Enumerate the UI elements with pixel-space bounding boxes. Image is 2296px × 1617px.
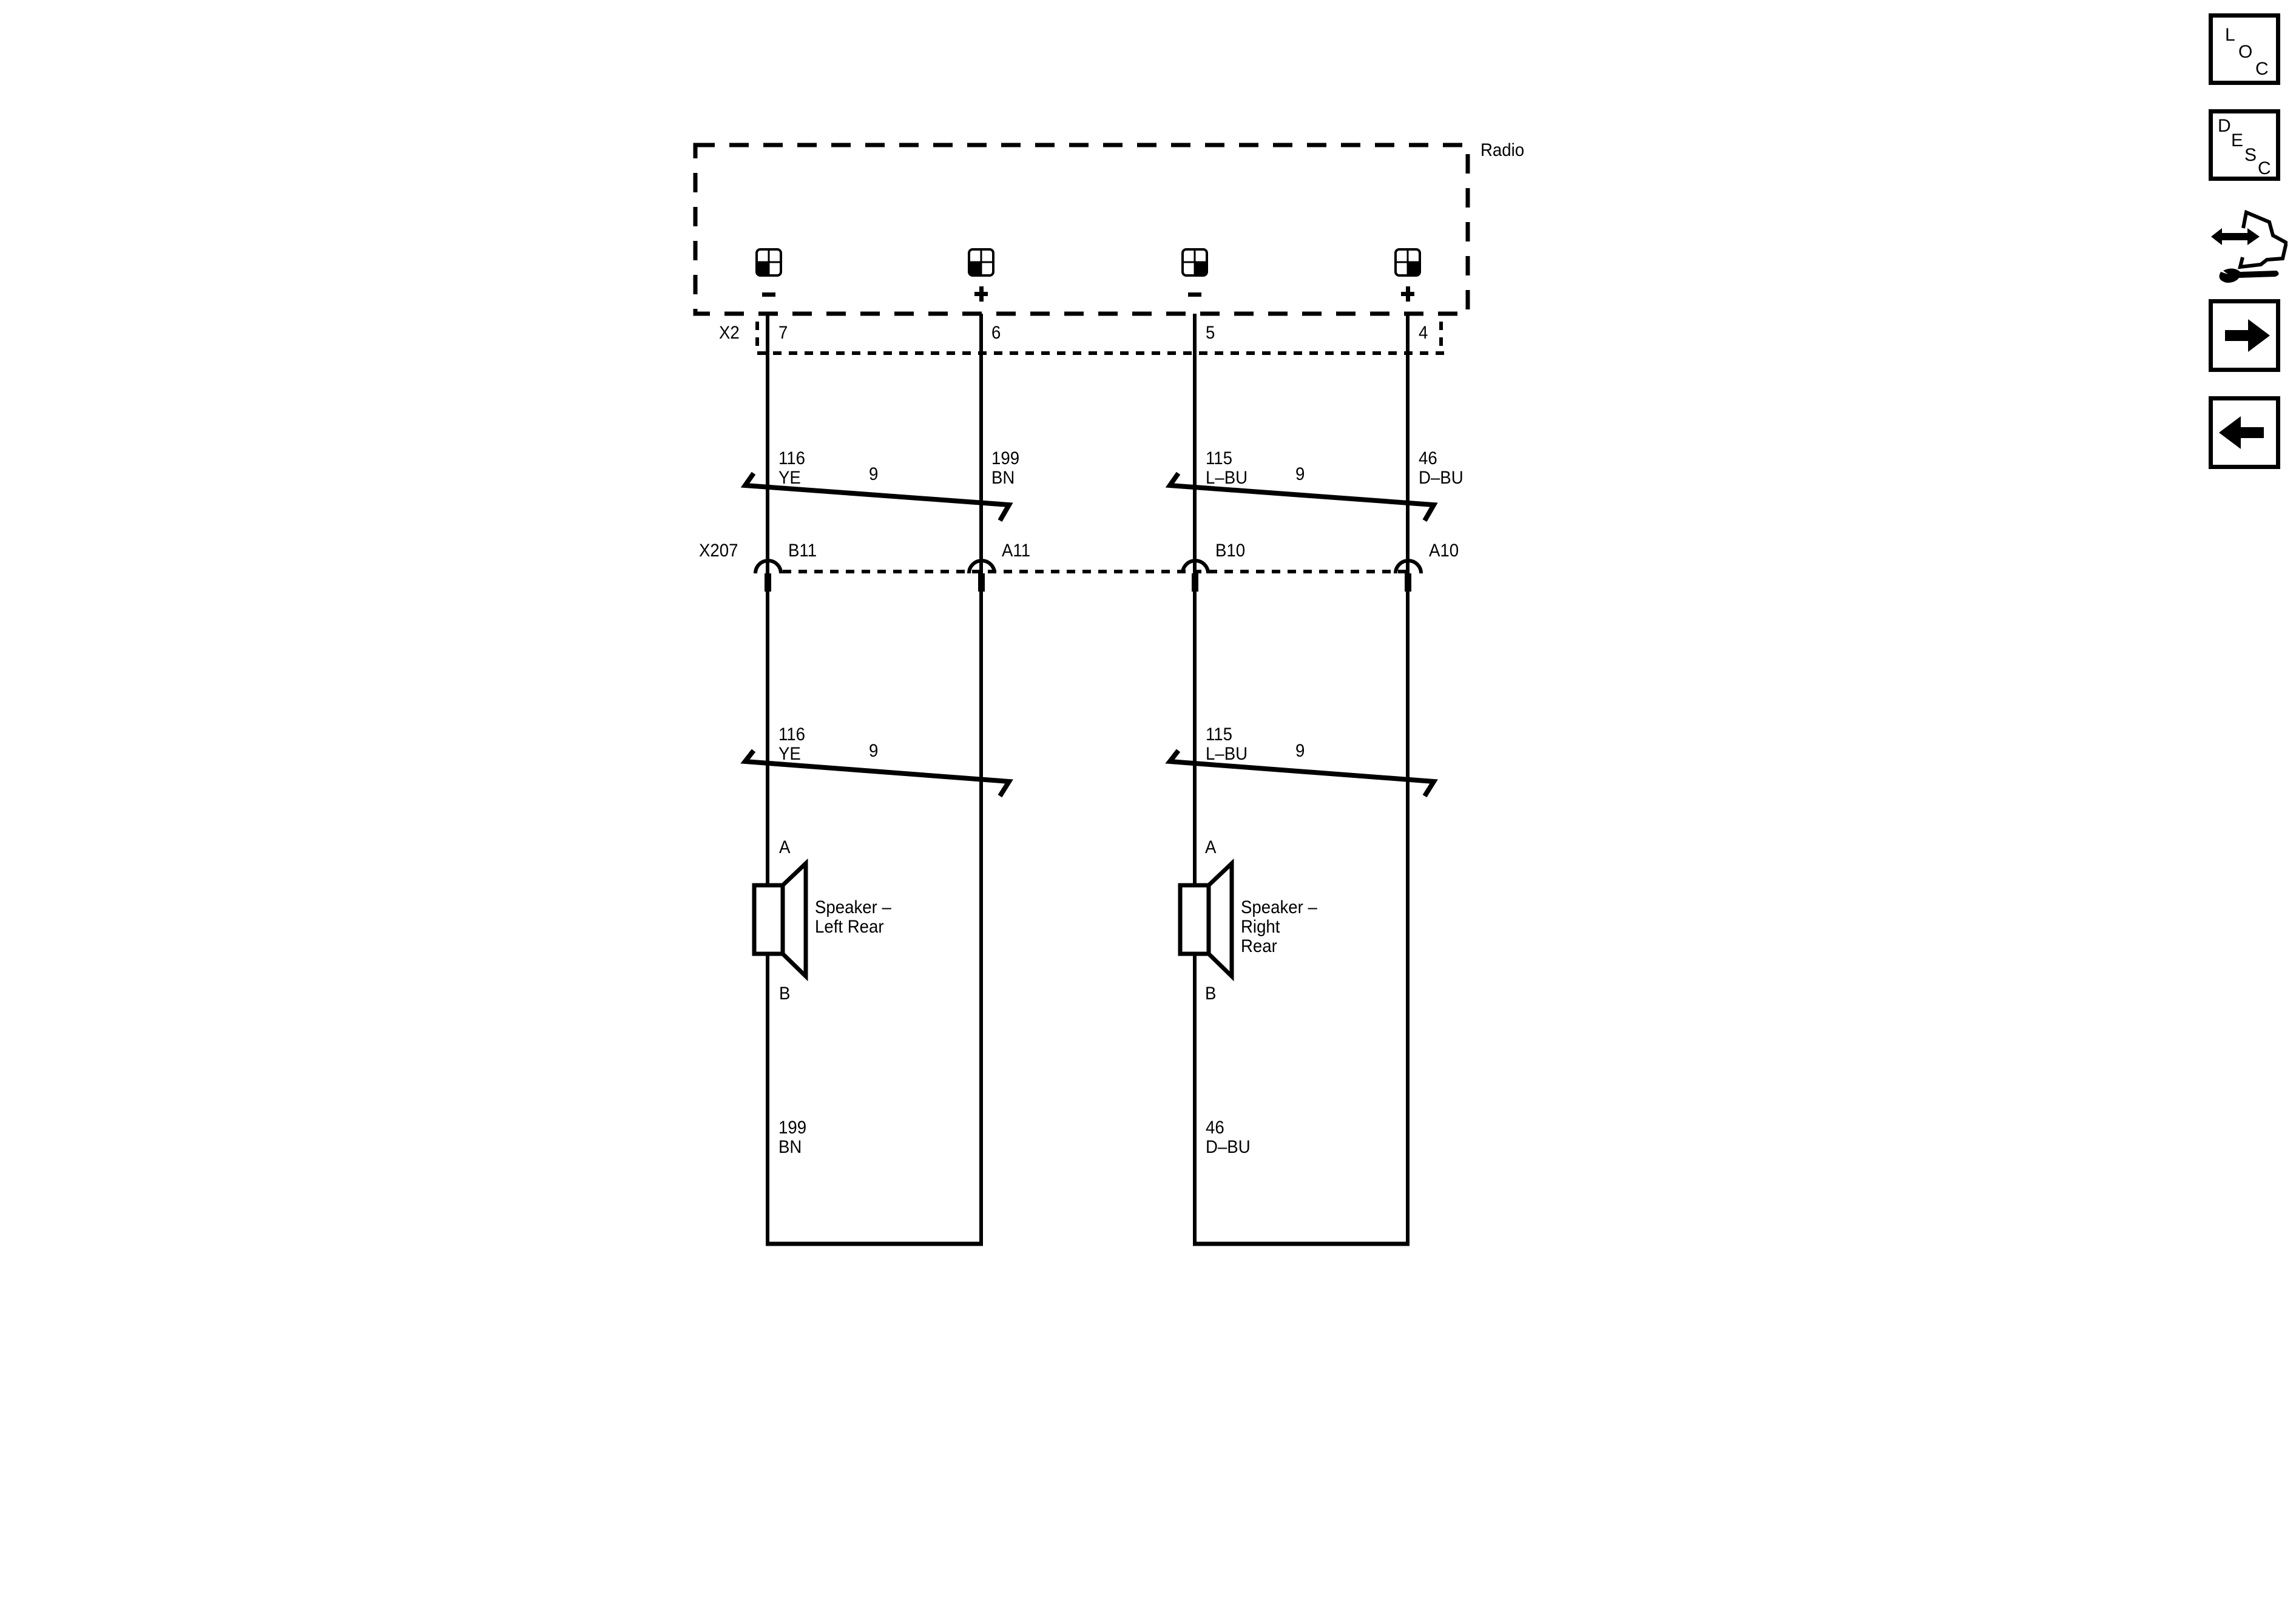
connector-repair-button[interactable] xyxy=(2209,199,2289,284)
twisted-pair-markers xyxy=(740,471,1438,798)
speaker-right-rear-symbol xyxy=(1178,858,1234,982)
x207-pin-b10: B10 xyxy=(1215,541,1246,561)
speaker-right-terminal-a: A xyxy=(1205,837,1217,857)
twist-label-upper-right: 9 xyxy=(1295,464,1305,484)
polarity-marks xyxy=(762,286,1414,302)
twist-label-upper-left: 9 xyxy=(869,464,879,484)
desc-letter-c: C xyxy=(2258,158,2271,178)
desc-letter-d: D xyxy=(2218,116,2231,136)
pin-label-6: 6 xyxy=(991,323,1001,343)
wires xyxy=(766,314,1410,1246)
speaker-left-rear-label: Speaker –Left Rear xyxy=(815,897,891,937)
next-page-button[interactable] xyxy=(2209,299,2280,372)
speaker-left-rear-symbol xyxy=(752,858,808,982)
previous-page-button[interactable] xyxy=(2209,396,2280,469)
pin-label-4: 4 xyxy=(1419,323,1428,343)
speaker-left-terminal-a: A xyxy=(779,837,791,857)
x207-pin-a10: A10 xyxy=(1429,541,1459,561)
arrow-left-icon xyxy=(2219,416,2264,449)
pin-icon-7 xyxy=(755,248,782,277)
twist-label-lower-left: 9 xyxy=(869,741,879,761)
x207-pin-b11: B11 xyxy=(788,541,817,561)
pin-icon-4 xyxy=(1394,248,1421,277)
desc-button[interactable]: D E S C xyxy=(2209,109,2280,181)
pin-label-7: 7 xyxy=(778,323,788,343)
radio-component-box xyxy=(693,143,1470,316)
desc-letter-e: E xyxy=(2231,130,2244,150)
speaker-right-terminal-b: B xyxy=(1205,984,1217,1004)
radio-component-label: Radio xyxy=(1481,140,1525,160)
pin-icon-6 xyxy=(968,248,994,277)
loc-button[interactable]: L O C xyxy=(2209,13,2280,85)
x207-inline-connector xyxy=(754,559,1423,592)
connector-repair-icon xyxy=(2211,209,2289,283)
pin-icon-5 xyxy=(1181,248,1208,277)
x207-pin-a11: A11 xyxy=(1002,541,1031,561)
twist-label-lower-right: 9 xyxy=(1295,741,1305,761)
loc-letter-l: L xyxy=(2225,25,2235,45)
arrow-right-icon xyxy=(2225,319,2270,352)
x2-connector-label: X2 xyxy=(719,323,740,343)
x207-connector-label: X207 xyxy=(699,541,738,561)
loc-letter-o: O xyxy=(2238,42,2253,62)
x2-connector-outline xyxy=(755,322,1444,355)
pin-label-5: 5 xyxy=(1206,323,1215,343)
desc-letter-s: S xyxy=(2244,145,2257,165)
loc-letter-c: C xyxy=(2255,59,2269,79)
speaker-left-terminal-b: B xyxy=(779,984,791,1004)
